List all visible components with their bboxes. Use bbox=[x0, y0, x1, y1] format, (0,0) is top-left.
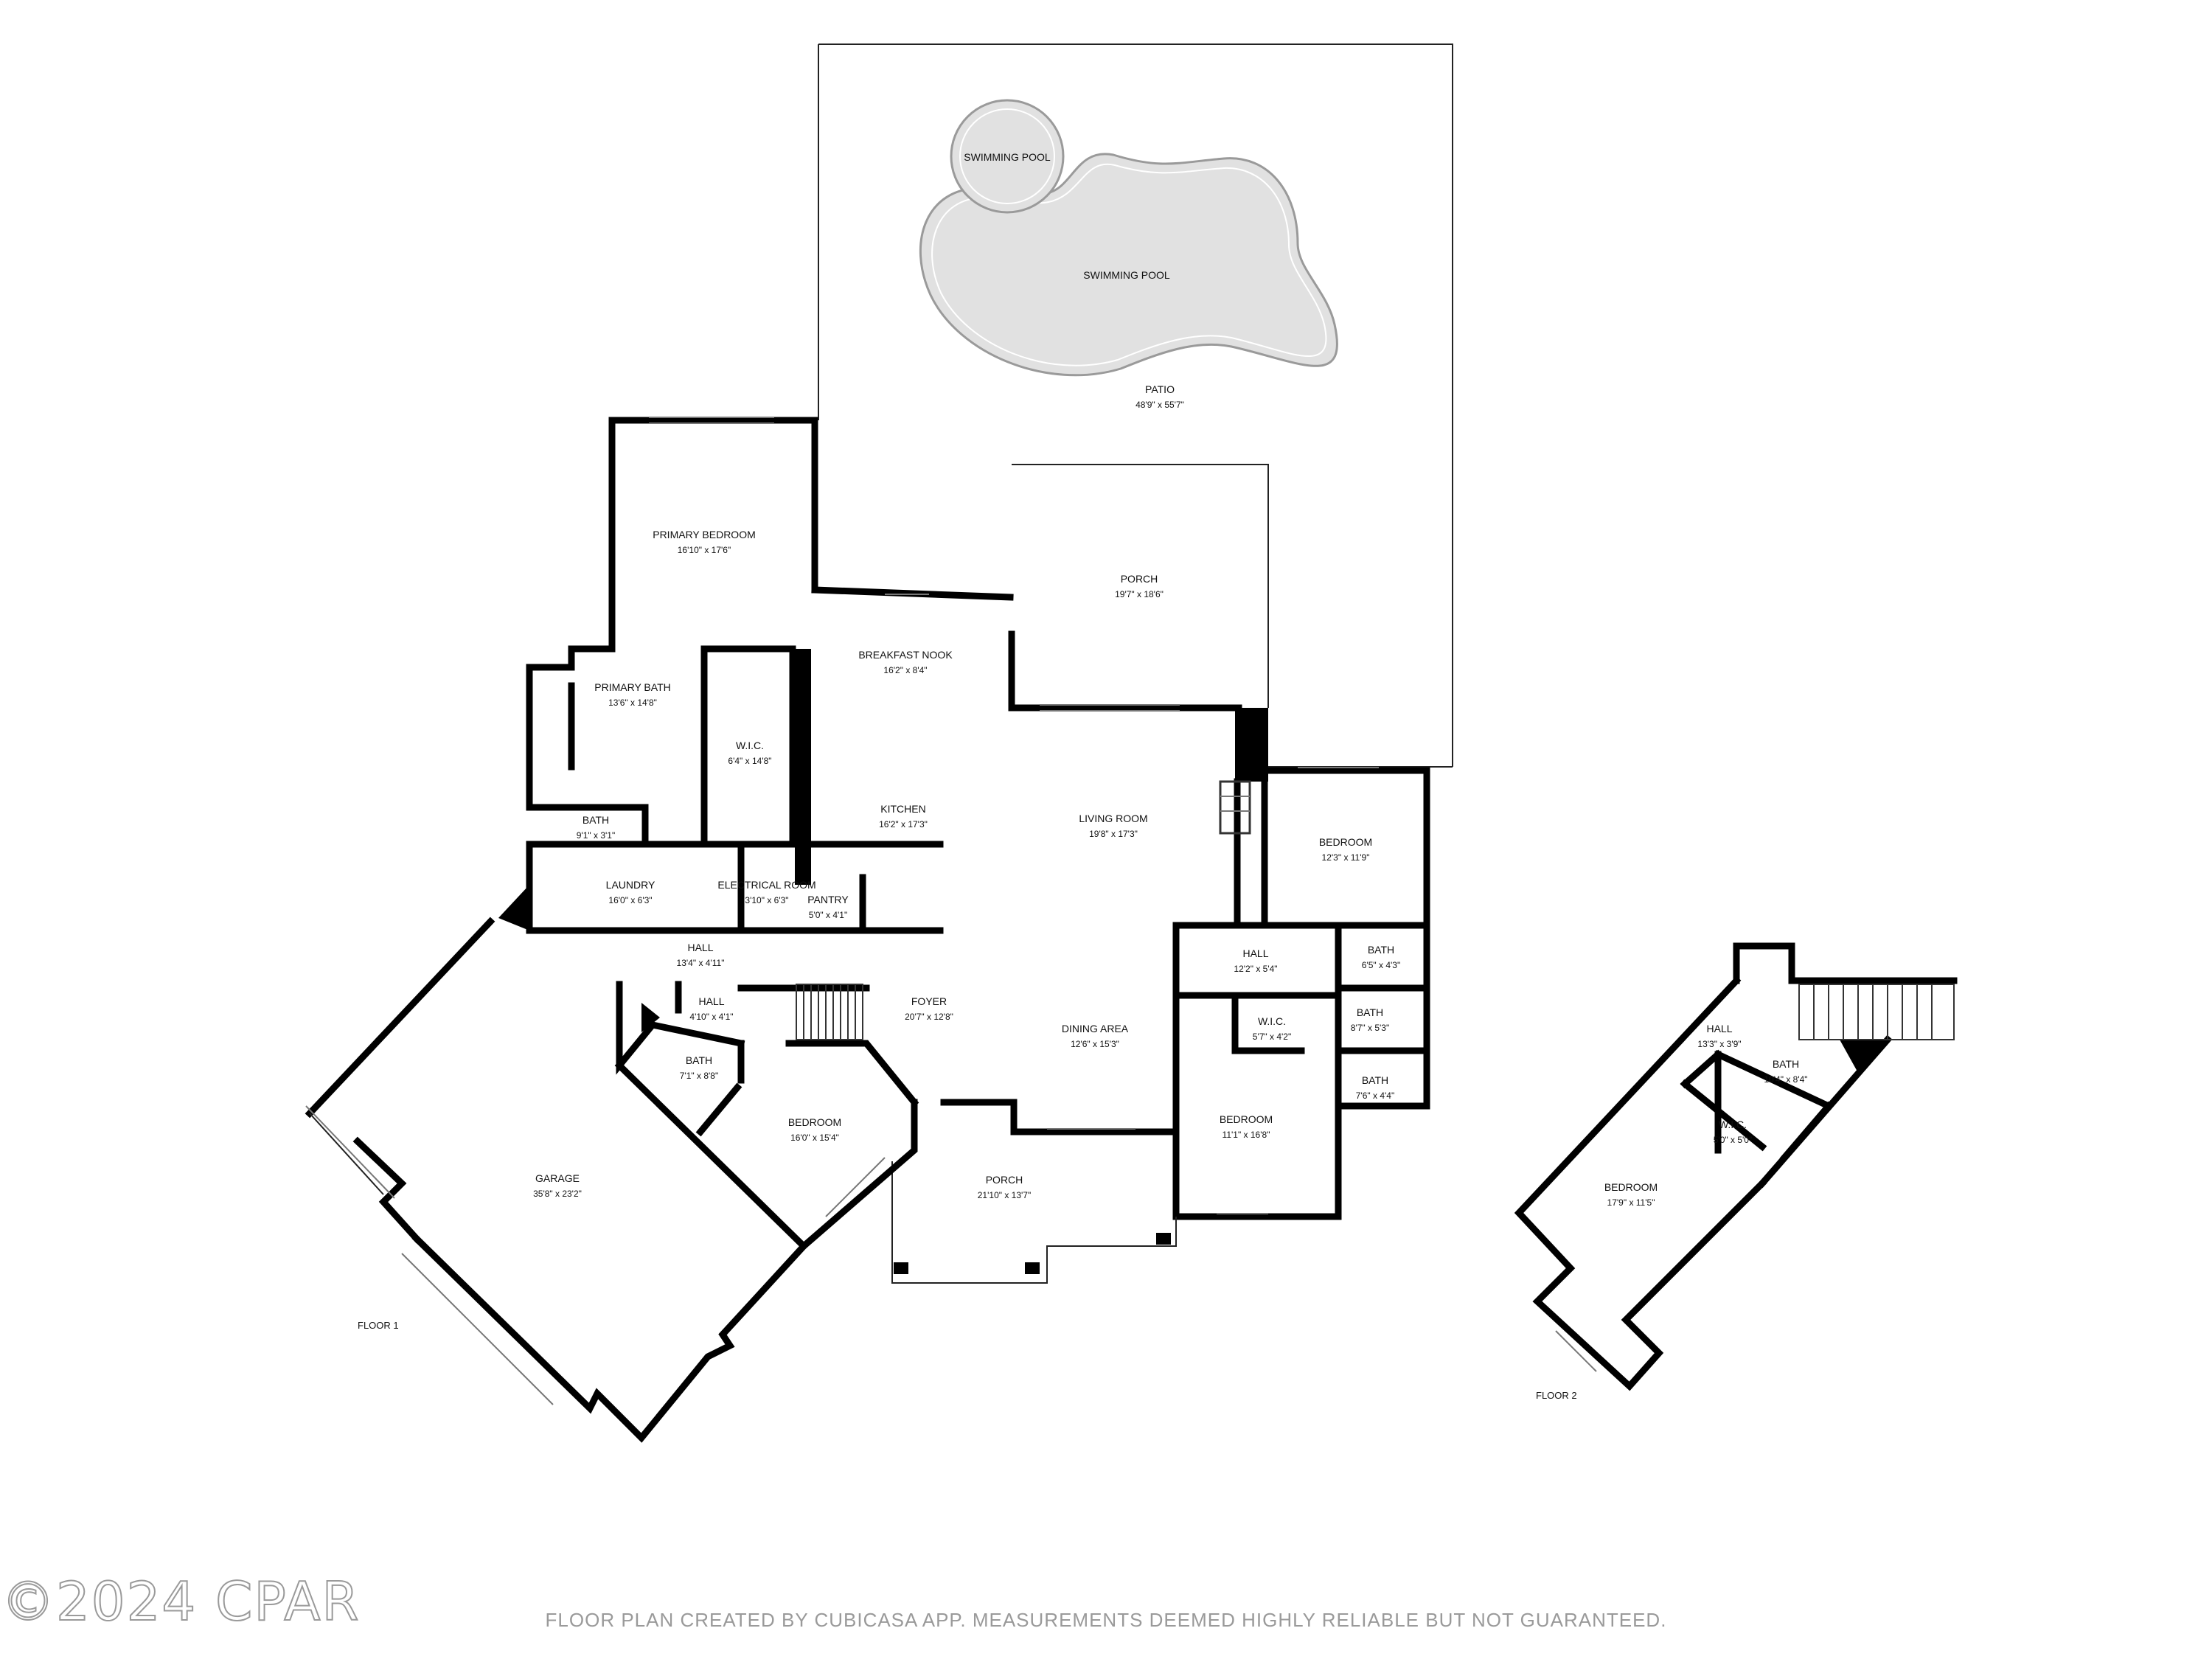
room-dimensions: 12'2" x 5'4" bbox=[1234, 964, 1277, 974]
room-name: PORCH bbox=[1121, 573, 1158, 585]
room-dimensions: 16'2" x 8'4" bbox=[883, 665, 927, 675]
room-dimensions: 11'1" x 16'8" bbox=[1222, 1130, 1270, 1140]
room-dimensions: 12'3" x 11'9" bbox=[1322, 852, 1370, 863]
floor-label: FLOOR 1 bbox=[358, 1320, 399, 1331]
room-dimensions: 16'0" x 6'3" bbox=[608, 895, 652, 905]
room-dimensions: 13'4" x 4'11" bbox=[677, 958, 725, 968]
room-name: BATH bbox=[582, 814, 609, 826]
floor-1-windows bbox=[305, 417, 1379, 1405]
room-dimensions: 21'10" x 13'7" bbox=[978, 1190, 1032, 1200]
room-dimensions: 5'0" x 5'0" bbox=[1714, 1135, 1752, 1145]
room-dimensions: 8'7" x 5'3" bbox=[1351, 1023, 1389, 1033]
room-dimensions: 9'1" x 3'1" bbox=[577, 830, 615, 841]
room-name: BEDROOM bbox=[1319, 836, 1372, 848]
floor-2-stairs bbox=[1798, 984, 1955, 1040]
room-dimensions: 4'10" x 4'1" bbox=[689, 1012, 733, 1022]
fireplace bbox=[1219, 780, 1251, 835]
room-dimensions: 16'2" x 17'3" bbox=[879, 819, 928, 830]
room-dimensions: 3'10" x 6'3" bbox=[745, 895, 788, 905]
room-name: BATH bbox=[1773, 1058, 1799, 1070]
room-name: BATH bbox=[686, 1054, 712, 1066]
room-dimensions: 48'9" x 55'7" bbox=[1135, 400, 1184, 410]
swimming-pool bbox=[919, 99, 1338, 377]
room-name: PORCH bbox=[986, 1174, 1023, 1186]
room-dimensions: 16'0" x 15'4" bbox=[790, 1133, 839, 1143]
room-dimensions: 13'6" x 14'8" bbox=[608, 698, 657, 708]
room-dimensions: 35'8" x 23'2" bbox=[533, 1189, 582, 1199]
room-name: W.I.C. bbox=[1258, 1015, 1286, 1027]
room-name: LIVING ROOM bbox=[1079, 813, 1147, 824]
room-name: KITCHEN bbox=[880, 803, 925, 815]
room-name: W.I.C. bbox=[736, 740, 764, 751]
room-name: BATH bbox=[1368, 944, 1394, 956]
room-name: BATH bbox=[1362, 1074, 1388, 1086]
room-dimensions: 5'7" x 4'2" bbox=[1253, 1032, 1291, 1042]
room-dimensions: 7'1" x 8'8" bbox=[680, 1071, 718, 1081]
room-name: HALL bbox=[687, 942, 713, 953]
floor-1-labels: SWIMMING POOL SWIMMING POOL PATIO 48'9" … bbox=[358, 151, 1400, 1331]
room-dimensions: 7'6" x 4'4" bbox=[1356, 1091, 1394, 1101]
room-name: PANTRY bbox=[807, 894, 849, 905]
floor-1-walls bbox=[305, 417, 1430, 1443]
room-name: FOYER bbox=[911, 995, 947, 1007]
room-name: GARAGE bbox=[535, 1172, 580, 1184]
room-name: BEDROOM bbox=[788, 1116, 841, 1128]
room-dimensions: 19'7" x 18'6" bbox=[1115, 589, 1164, 599]
room-name: LAUNDRY bbox=[606, 879, 655, 891]
room-name: W.I.C. bbox=[1719, 1119, 1747, 1130]
room-dimensions: 6'5" x 4'3" bbox=[1362, 960, 1400, 970]
room-name: SWIMMING POOL bbox=[1083, 269, 1170, 281]
room-name: DINING AREA bbox=[1062, 1023, 1129, 1034]
floor-2-labels: HALL 13'3" x 3'9" BATH 10'4" x 8'4" W.I.… bbox=[1536, 1023, 1808, 1401]
copyright-watermark: ©2024 CPAR bbox=[1, 1570, 361, 1633]
disclaimer-text: FLOOR PLAN CREATED BY CUBICASA APP. MEAS… bbox=[545, 1609, 1667, 1631]
room-dimensions: 5'0" x 4'1" bbox=[809, 910, 847, 920]
room-dimensions: 19'8" x 17'3" bbox=[1089, 829, 1138, 839]
room-name: HALL bbox=[1706, 1023, 1732, 1034]
room-name: SWIMMING POOL bbox=[964, 151, 1051, 163]
room-name: BATH bbox=[1357, 1006, 1383, 1018]
room-name: HALL bbox=[1242, 947, 1268, 959]
room-name: PRIMARY BATH bbox=[594, 681, 670, 693]
room-name: BEDROOM bbox=[1220, 1113, 1273, 1125]
room-dimensions: 13'3" x 3'9" bbox=[1697, 1039, 1741, 1049]
room-dimensions: 16'10" x 17'6" bbox=[678, 545, 731, 555]
room-dimensions: 17'9" x 11'5" bbox=[1607, 1197, 1655, 1208]
room-name: ELECTRICAL ROOM bbox=[717, 879, 815, 891]
floor-2-walls bbox=[1514, 942, 1958, 1391]
room-name: HALL bbox=[698, 995, 724, 1007]
room-dimensions: 20'7" x 12'8" bbox=[905, 1012, 953, 1022]
floor-1-stairs bbox=[796, 984, 863, 1040]
room-name: PRIMARY BEDROOM bbox=[653, 529, 756, 540]
floor-label: FLOOR 2 bbox=[1536, 1390, 1577, 1401]
room-dimensions: 6'4" x 14'8" bbox=[728, 756, 771, 766]
room-name: PATIO bbox=[1145, 383, 1175, 395]
room-dimensions: 12'6" x 15'3" bbox=[1071, 1039, 1119, 1049]
room-name: BEDROOM bbox=[1604, 1181, 1658, 1193]
room-dimensions: 10'4" x 8'4" bbox=[1764, 1074, 1807, 1085]
room-name: BREAKFAST NOOK bbox=[858, 649, 953, 661]
